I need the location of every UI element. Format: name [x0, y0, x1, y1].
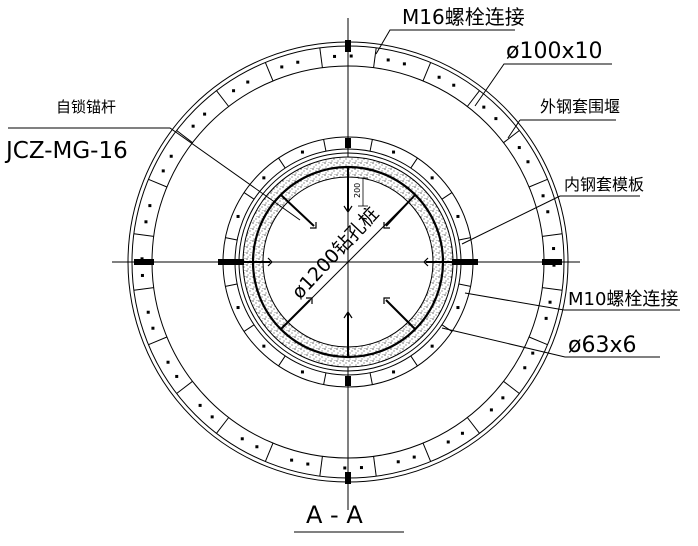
- center-lines: [112, 18, 580, 510]
- label-inner-formwork: 内钢套模板: [564, 175, 644, 194]
- label-anchor-code: JCZ-MG-16: [4, 138, 128, 164]
- pile-diameter-label: ø1200钻孔桩: [288, 203, 384, 304]
- label-anchor-cn: 自锁锚杆: [56, 98, 116, 116]
- label-inner-pipe: ø63x6: [568, 333, 636, 358]
- label-outer-cofferdam: 外钢套围堰: [540, 97, 620, 116]
- label-m10-bolt: M10螺栓连接: [568, 289, 678, 310]
- leader-lines: [8, 29, 680, 358]
- bolted-joints: [134, 40, 562, 484]
- anchor-rod-heads: [267, 205, 429, 319]
- label-outer-pipe: ø100x10: [506, 39, 602, 64]
- dimension-200: [358, 177, 368, 207]
- pile-diameter-line: [281, 195, 415, 329]
- label-m16-bolt: M16螺栓连接: [402, 5, 525, 29]
- dimension-200-label: 200: [353, 183, 362, 198]
- inner-ring-stiffeners: [225, 139, 471, 385]
- outer-ring-stiffeners: [133, 47, 563, 477]
- section-title: A - A: [306, 501, 363, 529]
- outer-ring-bolts: [140, 54, 556, 470]
